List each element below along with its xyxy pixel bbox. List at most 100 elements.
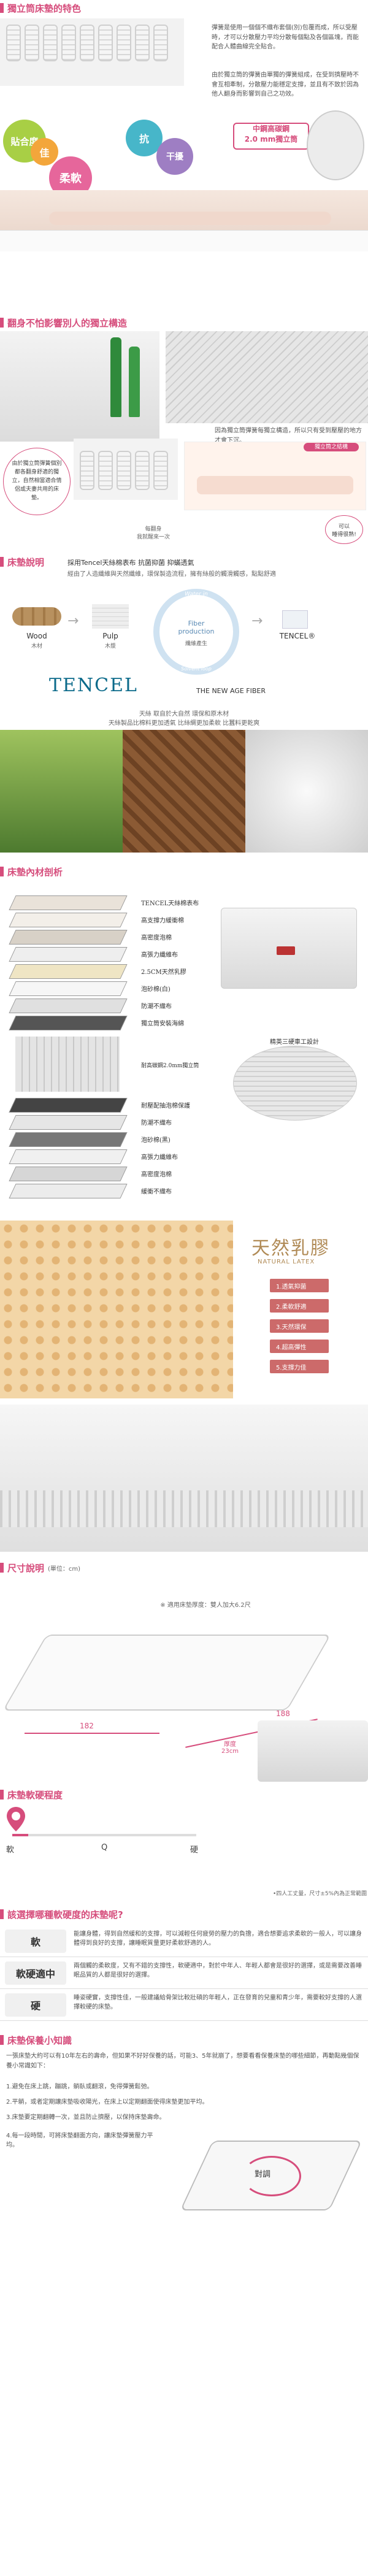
choose-row: 軟硬適中 兩個觸的柔軟度，又有不錯的支撐性，軟硬適中，對於中年人、年輕人都會是很… [0, 1958, 368, 1989]
feature-desc-2: 由於獨立筒的彈簧由單獨的彈簧組成，在受到擠壓時不會互相牽制，分散壓力能穩定支撐，… [212, 72, 359, 98]
layer-label: 防潮不織布 [141, 1120, 172, 1127]
choose-key: 硬 [5, 1993, 66, 2017]
firmness-hard: 硬 [190, 1846, 199, 1855]
section-title-layers: 床墊內材剖析 [0, 865, 63, 878]
sleep-well-bubble: 可以 睡得很熟! [325, 515, 363, 544]
couple-note: 由於獨立筒彈簧個別都各翻身舒適的獨立，自然相當適合情侶或夫妻共用的床墊。 [3, 448, 71, 515]
pulp-icon [92, 604, 129, 629]
section-title-size: 尺寸說明(單位：cm) [0, 1561, 80, 1574]
layer-label: 2.5CM天然乳膠 [141, 969, 186, 976]
tencel-tagline: THE NEW AGE FIBER [196, 687, 266, 695]
fabric-icon [282, 610, 308, 629]
layer-label: 高密度泡棉 [141, 935, 172, 941]
height-label: 厚度23cm [221, 1741, 239, 1755]
latex-tag: 1.透氣抑菌 [270, 1279, 329, 1292]
step-fiber-sub: 纖維產生 [185, 641, 207, 647]
step-wood-sub: 木材 [31, 643, 42, 650]
choose-text: 兩個觸的柔軟度，又有不錯的支撐性，軟硬適中，對於中年人、年輕人都會是很好的選擇，… [74, 1963, 362, 1979]
layer-label: 緩衝不織布 [141, 1189, 172, 1195]
care-tip: 2.平躺，或者定期讓床墊吸收陽光，在床上以定期翻面使得床墊更加平均。 [6, 2099, 209, 2106]
layer-label: 高張力纖維布 [141, 952, 178, 959]
rotate-label: 對調 [255, 2170, 271, 2179]
choose-row: 軟 能讓身體，得到自然緩和的支撐，可以減輕任何疲勞的壓力的負擔，適合想要追求柔軟… [0, 1926, 368, 1957]
coil-rows [0, 18, 184, 86]
latex-tag: 3.天然環保 [270, 1319, 329, 1333]
layer-label: 泡砂棉(白) [141, 986, 171, 993]
layer-label: 高支撐力緩衝棉 [141, 918, 184, 924]
layers-diagram: TENCEL天絲棉表布 高支撐力緩衝棉 高密度泡棉 高張力纖維布 2.5CM天然… [9, 883, 357, 1208]
choose-text: 睡姿硬實，支撐性佳，一般建議給骨架比較壯碩的年輕人，正在發育的兒童和青少年，需要… [74, 1995, 362, 2011]
choose-key: 軟 [5, 1930, 66, 1953]
coil-array-illustration [74, 439, 178, 500]
coil-layer [15, 1037, 120, 1092]
latex-tag: 4.超高彈性 [270, 1340, 329, 1353]
tencel-p1: 天絲 取自於大自然 環保和原木材 [139, 711, 229, 718]
size-footnote: •四人工丈量，尺寸±5%內為正常範圍 [273, 1891, 367, 1897]
patent-label: 精英三硬車工設計 [270, 1039, 319, 1046]
arrow-icon: → [67, 613, 79, 629]
layer-label: 獨立筒安裝海綿 [141, 1021, 184, 1027]
bottles-photo [0, 331, 159, 442]
fiber-photo [245, 730, 368, 853]
firmness-track [12, 1834, 196, 1836]
step-wood: Wood [26, 632, 47, 640]
layer-note: 耐高碳鋼2.0mm獨立筒 [141, 1063, 199, 1069]
mattress-side-photo [258, 1720, 368, 1782]
layer-label: 高張力纖維布 [141, 1154, 178, 1161]
bubble-good: 佳 [31, 138, 58, 166]
tencel-p2: 天絲製品比棉料更加透氣 比絲綢更加柔軟 比蠶料更乾爽 [108, 720, 260, 727]
couple-bed-illustration [184, 442, 366, 510]
section-title-independent: 翻身不怕影響別人的獨立構造 [0, 316, 127, 329]
step-tencel: TENCEL® [279, 632, 316, 640]
care-intro: 一張床墊大約可以有10年左右的壽命，但如果不好好保養的話，可能3、5年就崩了，想… [6, 2053, 359, 2069]
layer-label: TENCEL天絲棉表布 [141, 900, 199, 907]
mattress-outline [2, 1635, 331, 1711]
step-pulp-sub: 木漿 [104, 643, 116, 650]
care-tip: 3.床墊要定期翻轉一次，並且防止擠壓，以保持床墊壽命。 [6, 2114, 166, 2121]
section-title-features: 獨立筒床墊的特色 [0, 1, 81, 15]
mattress-corner-photo [221, 908, 357, 989]
desc-line2: 經由了人造纖維與天然纖維，環保製造流程，擁有絲般的觸滑觸感，點點舒適 [67, 571, 276, 578]
tencel-logo: TENCEL [49, 675, 138, 696]
choose-key: 軟硬適中 [5, 1961, 66, 1985]
care-tip: 4.每一段時間，可將床墊翻面方向，讓床墊彈簧壓力平均。 [6, 2133, 153, 2149]
forest-photo [0, 730, 123, 853]
width-label: 182 [80, 1722, 94, 1730]
size-note: ※ 適用床墊厚度：雙人加大6.2尺 [160, 1602, 251, 1609]
size-diagram: ※ 適用床墊厚度：雙人加大6.2尺 182 188 厚度23cm [0, 1579, 368, 1782]
mattress-closeup-photo [0, 1405, 368, 1552]
layer-label: 泡砂棉(黑) [141, 1137, 171, 1144]
structure-tag: 獨立筒之結構 [304, 443, 359, 451]
bubble-anti: 抗 [126, 120, 163, 156]
section-title-firmness: 床墊軟硬程度 [0, 1788, 63, 1801]
latex-photo [0, 1221, 233, 1398]
latex-subtitle: NATURAL LATEX [258, 1259, 315, 1265]
ring-bottom-label: Solvent loop [181, 666, 212, 672]
section-title-desc: 床墊說明 [0, 555, 44, 569]
choose-row: 硬 睡姿硬實，支撐性佳，一般建議給骨架比較壯碩的年輕人，正在發育的兒童和青少年，… [0, 1990, 368, 2021]
firmness-soft: 軟 [6, 1846, 15, 1855]
coil-close-photo [166, 331, 368, 423]
arrow-icon: → [251, 613, 263, 629]
wood-chips-photo [123, 730, 245, 853]
steel-callout: 中鋼高碳鋼 2.0 mm獨立筒 [233, 123, 309, 150]
feature-desc: 彈簧是使用一個個不織布套個(別)包覆而成，所以受壓時，才可以分散壓力平均分散每個… [212, 25, 359, 50]
latex-title: 天然乳膠 [251, 1238, 330, 1259]
rotate-arrow-icon [242, 2156, 301, 2196]
width-line [25, 1733, 159, 1734]
fiber-ring [153, 589, 239, 675]
firmness-scale: 軟 Q 硬 [0, 1806, 209, 1861]
sleep-label: 每翻身 我就醒來一次 [136, 526, 170, 540]
section-title-choose: 該選擇哪種軟硬度的床墊呢? [0, 1907, 123, 1921]
zoomed-coil [307, 110, 364, 180]
latex-tag: 2.柔軟舒適 [270, 1299, 329, 1313]
rotate-mattress-diagram: 對調 [180, 2128, 362, 2226]
length-label: 188 [276, 1709, 290, 1718]
choose-table: 軟 能讓身體，得到自然緩和的支撐，可以減輕任何疲勞的壓力的負擔，適合想要追求柔軟… [0, 1926, 368, 2024]
layer-label: 高密度泡棉 [141, 1171, 172, 1178]
independent-caption: 因為獨立筒彈簧每獨立構造，所以只有受到壓壓的地方才會下沉。 [215, 427, 362, 444]
layer-label: 防潮不織布 [141, 1003, 172, 1010]
care-tip: 1.避免在床上跳，蹦跳，躺臥或翻滾，免得彈簧鬆弛。 [6, 2083, 153, 2090]
map-pin-icon [6, 1806, 26, 1832]
step-pulp: Pulp [102, 632, 118, 640]
